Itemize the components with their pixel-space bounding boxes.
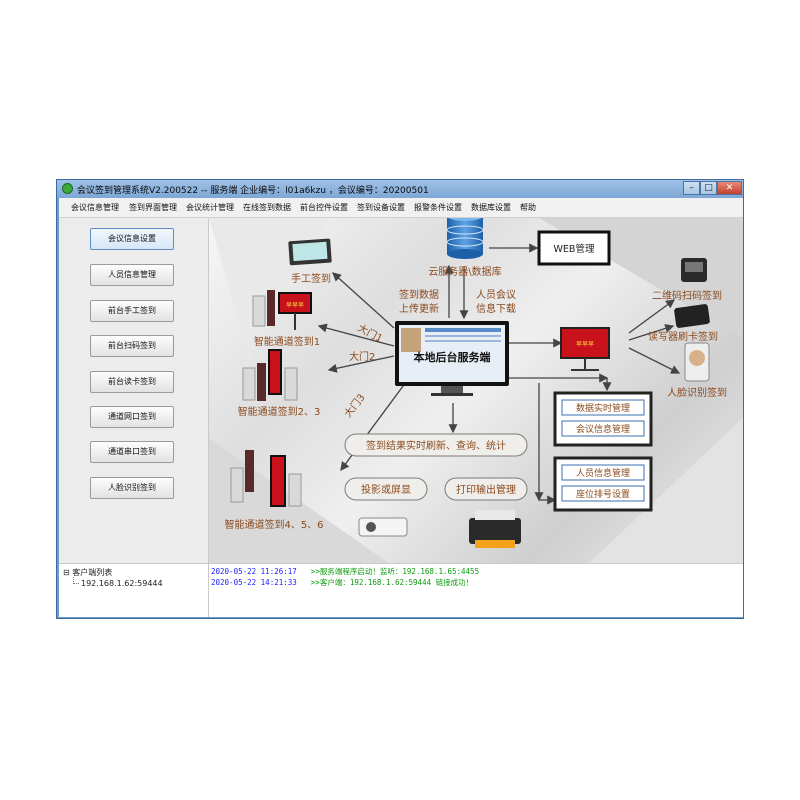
database-icon bbox=[446, 218, 484, 259]
upload-label-2: 上传更新 bbox=[399, 302, 439, 315]
menu-device-settings[interactable]: 签到设备设置 bbox=[357, 203, 405, 212]
meeting-mgmt-label: 会议信息管理 bbox=[576, 423, 630, 435]
projector-icon bbox=[358, 517, 408, 537]
gate1-label: 智能通道签到1 bbox=[254, 335, 320, 348]
meeting-mgmt-box bbox=[561, 420, 645, 437]
arrow-to-gate23 bbox=[327, 355, 395, 373]
person-mgmt-box bbox=[561, 464, 645, 481]
gate1-kiosk-icon bbox=[252, 290, 312, 330]
arrow-to-gate1 bbox=[317, 323, 395, 347]
title-bar[interactable]: 会议签到管理系统V2.200522 -- 服务端 企业编号：l01a6kzu ，… bbox=[57, 180, 743, 198]
tree-client-node[interactable]: 192.168.1.62:59444 bbox=[81, 579, 163, 588]
web-monitor-icon bbox=[537, 230, 611, 266]
server-monitor-icon bbox=[395, 321, 509, 396]
data-mgmt-label: 数据实时管理 bbox=[576, 402, 630, 414]
center-label: 本地后台服务端 bbox=[414, 350, 491, 364]
scan-signin-button[interactable]: 前台扫码签到 bbox=[90, 335, 174, 357]
face-label: 人脸识别签到 bbox=[667, 386, 727, 399]
diagram-svg: 云服务器\数据库 WEB管理 签到数据 上传更新 人员会议 信息下载 手工签到 … bbox=[209, 218, 743, 563]
face-terminal-icon bbox=[684, 342, 710, 382]
manual-signin-button[interactable]: 前台手工签到 bbox=[90, 300, 174, 322]
tree-connector bbox=[73, 577, 79, 584]
seat-box bbox=[561, 485, 645, 502]
collapse-icon[interactable]: ⊟ bbox=[63, 568, 70, 577]
face-signin-button[interactable]: 人脸识别签到 bbox=[90, 477, 174, 499]
manual-label: 手工签到 bbox=[291, 272, 331, 285]
menu-help[interactable]: 帮助 bbox=[520, 203, 536, 212]
realtime-label: 签到结果实时刷新、查询、统计 bbox=[366, 439, 506, 452]
menu-front-controls[interactable]: 前台控件设置 bbox=[300, 203, 348, 212]
arrow-to-face bbox=[628, 347, 681, 374]
log-time: 2020-05-22 14:21:33 bbox=[211, 578, 297, 587]
connector-arrows bbox=[317, 243, 681, 505]
network-gate-signin-button[interactable]: 通道网口签到 bbox=[90, 406, 174, 428]
log-line: 2020-05-22 14:21:33 >>客户端：192.168.1.62:59… bbox=[211, 577, 473, 588]
close-button[interactable]: ✕ bbox=[717, 181, 742, 195]
print-label: 打印输出管理 bbox=[456, 483, 516, 496]
download-label-1: 人员会议 bbox=[476, 288, 516, 301]
projection-label: 投影或屏显 bbox=[361, 483, 411, 496]
display-banner-text: 早早早 bbox=[576, 341, 594, 348]
sidebar: 会议信息设置 人员信息管理 前台手工签到 前台扫码签到 前台读卡签到 通道网口签… bbox=[59, 218, 209, 563]
gate23-kiosk-icon bbox=[242, 349, 298, 401]
display-board-icon bbox=[560, 327, 610, 371]
system-diagram: 云服务器\数据库 WEB管理 签到数据 上传更新 人员会议 信息下载 手工签到 … bbox=[209, 218, 743, 563]
projection-pill bbox=[344, 477, 428, 501]
maximize-button[interactable]: □ bbox=[700, 181, 717, 195]
print-pill bbox=[444, 477, 528, 501]
arrow-to-qr bbox=[628, 299, 676, 334]
menu-statistics[interactable]: 会议统计管理 bbox=[186, 203, 234, 212]
menu-bar: 会议信息管理 签到界面管理 会议统计管理 在线签到数据 前台控件设置 签到设备设… bbox=[59, 198, 743, 218]
person-mgmt-label: 人员信息管理 bbox=[576, 467, 630, 479]
gate456-label: 智能通道签到4、5、6 bbox=[224, 518, 323, 531]
card-label: 读写器刷卡签到 bbox=[648, 330, 718, 343]
log-message: >>客户端：192.168.1.62:59444 链接成功！ bbox=[310, 578, 474, 587]
person-info-button[interactable]: 人员信息管理 bbox=[90, 264, 174, 286]
minimize-button[interactable]: – bbox=[683, 181, 700, 195]
serial-gate-signin-button[interactable]: 通道串口签到 bbox=[90, 441, 174, 463]
qr-scanner-icon bbox=[681, 258, 707, 282]
window-title: 会议签到管理系统V2.200522 -- 服务端 企业编号：l01a6kzu ，… bbox=[77, 186, 429, 196]
tree-root-node[interactable]: ⊟ 客户端列表 bbox=[63, 567, 112, 578]
log-message: >>服务端程序启动！监听：192.168.1.65:4455 bbox=[310, 567, 480, 576]
data-mgmt-box bbox=[561, 399, 645, 416]
menu-online-data[interactable]: 在线签到数据 bbox=[243, 203, 291, 212]
realtime-pill bbox=[344, 433, 528, 457]
door3-label: 大门3 bbox=[341, 391, 367, 420]
app-icon bbox=[62, 183, 73, 194]
tablet-icon bbox=[288, 238, 332, 266]
bg-facet bbox=[589, 418, 743, 563]
client-list-tree: ⊟ 客户端列表 192.168.1.62:59444 bbox=[59, 563, 209, 617]
qr-label: 二维码扫码签到 bbox=[652, 289, 722, 302]
card-reader-icon bbox=[674, 304, 710, 328]
banner-text: 早早早 bbox=[286, 302, 304, 309]
card-signin-button[interactable]: 前台读卡签到 bbox=[90, 371, 174, 393]
web-label: WEB管理 bbox=[554, 243, 595, 255]
door1-label: 大门1 bbox=[356, 321, 385, 345]
meeting-info-button[interactable]: 会议信息设置 bbox=[90, 228, 174, 250]
tree-root-label: 客户端列表 bbox=[72, 568, 113, 577]
log-time: 2020-05-22 11:26:17 bbox=[211, 567, 297, 576]
arrow-to-manual bbox=[332, 272, 395, 329]
log-panel: 2020-05-22 11:26:17 >>服务端程序启动！监听：192.168.… bbox=[209, 563, 743, 617]
printer-icon bbox=[469, 510, 521, 548]
door2-label: 大门2 bbox=[349, 350, 375, 363]
gate456-kiosk-icon bbox=[230, 450, 302, 507]
menu-alarm-settings[interactable]: 报警条件设置 bbox=[414, 203, 462, 212]
seat-label: 座位排号设置 bbox=[576, 488, 630, 500]
download-label-2: 信息下载 bbox=[476, 302, 516, 315]
arrow-to-card bbox=[628, 324, 675, 341]
upload-label-1: 签到数据 bbox=[399, 288, 439, 301]
app-window: 会议签到管理系统V2.200522 -- 服务端 企业编号：l01a6kzu ，… bbox=[56, 179, 744, 619]
log-line: 2020-05-22 11:26:17 >>服务端程序启动！监听：192.168.… bbox=[211, 566, 479, 577]
gate23-label: 智能通道签到2、3 bbox=[238, 405, 321, 418]
menu-signin-ui[interactable]: 签到界面管理 bbox=[129, 203, 177, 212]
menu-database-settings[interactable]: 数据库设置 bbox=[471, 203, 511, 212]
menu-meeting-info[interactable]: 会议信息管理 bbox=[71, 203, 119, 212]
cloud-label: 云服务器\数据库 bbox=[428, 265, 501, 278]
